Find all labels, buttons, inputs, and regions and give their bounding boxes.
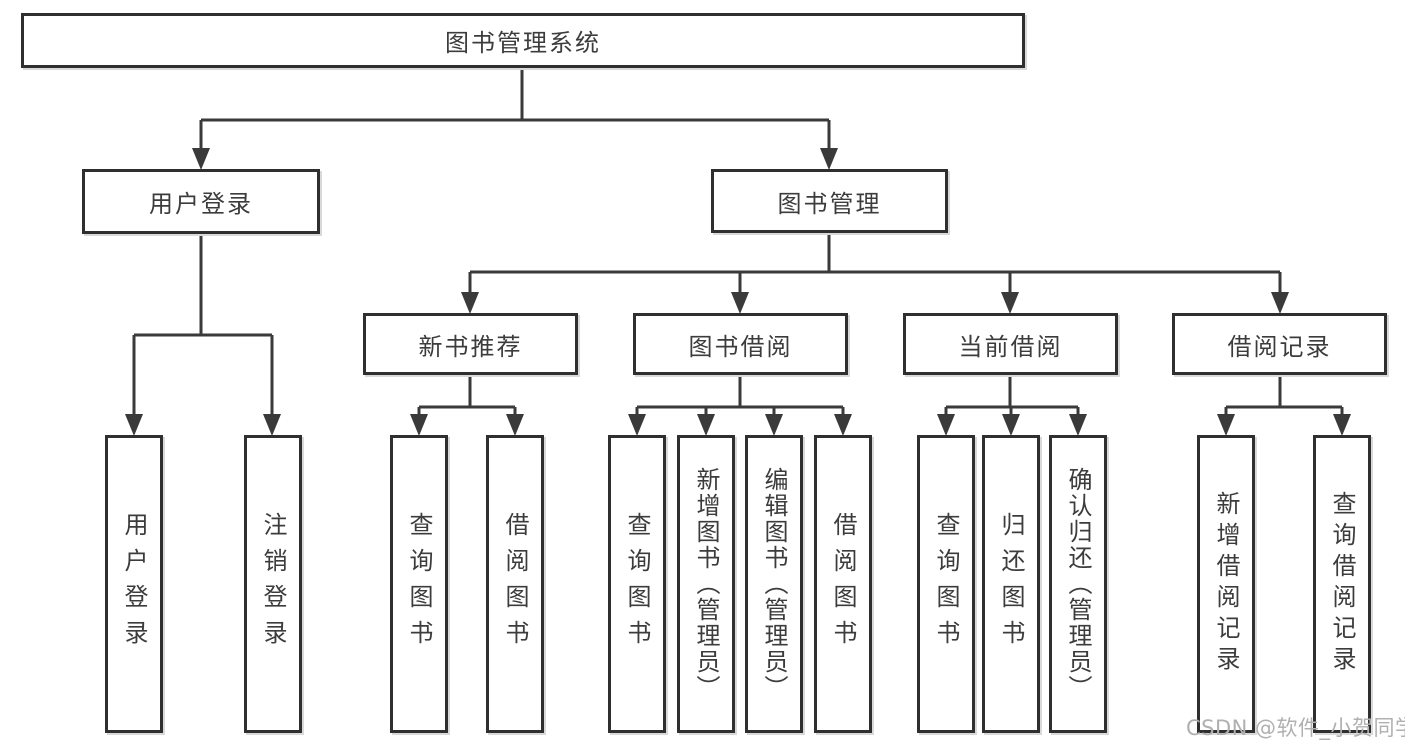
leaf-label: 借阅图书 — [501, 512, 529, 656]
leaf-label: 新增借阅记录 — [1212, 491, 1240, 677]
arrow-icon — [1001, 292, 1019, 314]
leaf-label: 新增图书（管理员） — [692, 467, 720, 701]
arrow-icon — [1271, 292, 1289, 314]
arrow-icon — [937, 414, 955, 436]
node-leaf-borrow-books-1: 借阅图书 — [486, 435, 544, 733]
watermark: CSDN @软件_小贺同学 — [1186, 716, 1405, 740]
node-leaf-sign-out: 注销登录 — [244, 435, 302, 733]
node-leaf-user-login: 用户登录 — [105, 435, 163, 733]
node-root-title: 图书管理系统 — [21, 13, 1025, 68]
node-user-login: 用户登录 — [82, 169, 320, 234]
arrow-icon — [125, 414, 143, 436]
leaf-label: 查询图书 — [932, 512, 960, 656]
leaf-label: 编辑图书（管理员） — [760, 467, 788, 701]
node-borrow-record: 借阅记录 — [1172, 313, 1387, 375]
node-leaf-query-books-3: 查询图书 — [917, 435, 975, 733]
arrow-icon — [834, 414, 852, 436]
arrow-icon — [697, 414, 715, 436]
arrow-icon — [192, 148, 210, 170]
leaf-label: 归还图书 — [997, 512, 1025, 656]
leaf-label: 确认归还（管理员） — [1064, 467, 1092, 701]
leaf-label: 借阅图书 — [829, 512, 857, 656]
arrow-icon — [765, 414, 783, 436]
arrow-icon — [263, 414, 281, 436]
node-leaf-return-books: 归还图书 — [982, 435, 1040, 733]
arrowheads — [125, 148, 1351, 436]
node-leaf-query-books-2: 查询图书 — [608, 435, 666, 733]
arrow-icon — [731, 292, 749, 314]
leaf-label: 查询借阅记录 — [1328, 491, 1356, 677]
arrow-icon — [820, 148, 838, 170]
node-leaf-query-books-1: 查询图书 — [390, 435, 448, 733]
arrow-icon — [1002, 414, 1020, 436]
arrow-icon — [1333, 414, 1351, 436]
arrow-icon — [461, 292, 479, 314]
node-leaf-confirm-return-admin: 确认归还（管理员） — [1049, 435, 1107, 733]
node-leaf-edit-books-admin: 编辑图书（管理员） — [745, 435, 803, 733]
arrow-icon — [628, 414, 646, 436]
node-leaf-add-books-admin: 新增图书（管理员） — [677, 435, 735, 733]
connector-paths — [132, 68, 1344, 414]
arrow-icon — [1069, 414, 1087, 436]
leaf-label: 查询图书 — [405, 512, 433, 656]
node-leaf-borrow-books-2: 借阅图书 — [814, 435, 872, 733]
node-leaf-add-borrow-record: 新增借阅记录 — [1197, 435, 1255, 733]
node-book-borrow: 图书借阅 — [633, 313, 848, 375]
leaf-label: 用户登录 — [120, 512, 148, 656]
leaf-label: 查询图书 — [623, 512, 651, 656]
node-leaf-query-borrow-record: 查询借阅记录 — [1313, 435, 1371, 733]
arrow-icon — [506, 414, 524, 436]
arrow-icon — [1217, 414, 1235, 436]
node-new-book-recommend: 新书推荐 — [363, 313, 578, 375]
node-current-borrow: 当前借阅 — [903, 313, 1118, 375]
arrow-icon — [410, 414, 428, 436]
leaf-label: 注销登录 — [259, 512, 287, 656]
node-book-management: 图书管理 — [711, 169, 948, 233]
